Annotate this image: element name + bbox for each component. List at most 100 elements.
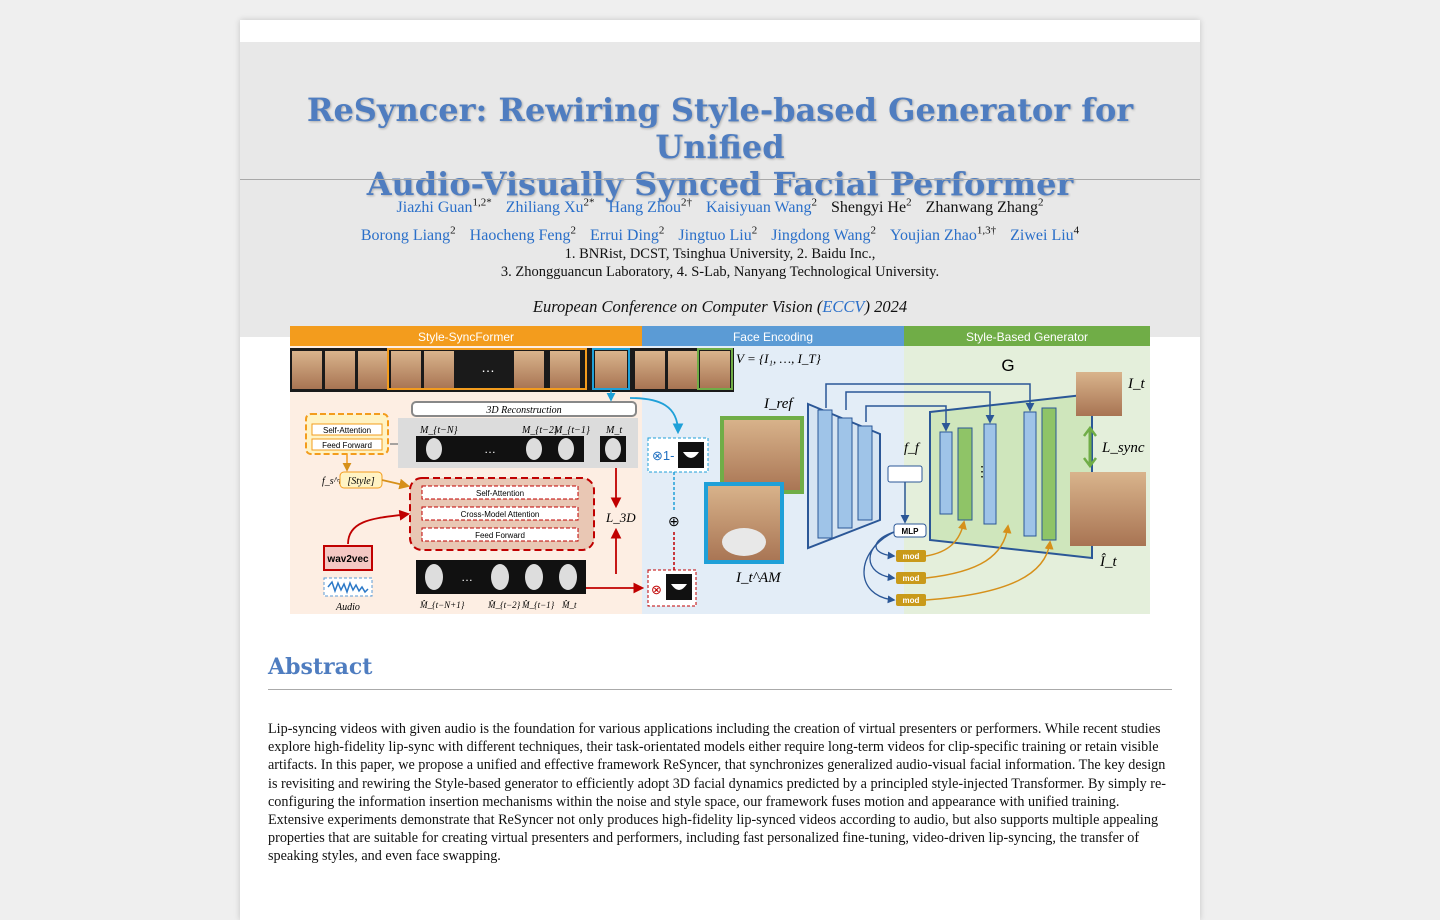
author-affiliation-marker: 2 [658,224,665,237]
author-entry[interactable]: Errui Ding2 [590,224,665,244]
mod-label: mod [903,552,920,561]
mlp-label: MLP [902,527,920,536]
author-link[interactable]: Haocheng Feng [469,226,571,244]
author-affiliation-marker: 1,2* [472,197,492,209]
style-self-attention-label: Self-Attention [323,426,371,435]
page: ReSyncer: Rewiring Style-based Generator… [240,20,1200,920]
author-row-1: Jiazhi Guan1,2* Zhiliang Xu2* Hang Zhou2… [240,192,1200,219]
author-name: Zhanwang Zhang [925,199,1038,217]
style-feed-forward [311,438,383,451]
ff-box [887,465,923,483]
author-entry[interactable]: Zhiliang Xu2* [505,197,595,217]
author-affiliation-marker: 2† [680,197,692,209]
pred-mesh-ellipsis: … [461,570,473,584]
author-link[interactable]: Jingdong Wang [771,226,871,244]
mod-to-layer [925,524,1012,579]
cross-attention-layer [421,506,579,521]
mesh-strip-top [416,436,584,462]
syncformer-label: Style-SyncFormer [418,330,514,344]
skip-connection [865,405,951,432]
author-entry[interactable]: Haocheng Feng2 [469,224,577,244]
style-self-attention [311,423,383,436]
paper-title: ReSyncer: Rewiring Style-based Generator… [240,92,1200,203]
author-link[interactable]: Youjian Zhao [890,226,977,244]
author-entry[interactable]: Youjian Zhao1,3† [890,224,996,244]
gen-layer [983,423,997,525]
venue-suffix: ) 2024 [864,297,908,316]
author-link[interactable]: Jingtuo Liu [678,226,752,244]
author-list: Jiazhi Guan1,2* Zhiliang Xu2* Hang Zhou2… [240,192,1200,247]
arrow-audio-to-transformer [347,509,411,545]
audio-wave-icon [327,580,369,595]
abstract-divider [268,689,1172,690]
mouth-mask-shape [683,452,699,458]
generator-g-label: G [1001,356,1014,375]
feed-forward-layer [421,527,579,542]
generator-header [904,326,1150,346]
author-affiliation-marker: 2 [570,224,577,237]
author-link[interactable]: Zhiliang Xu [505,199,584,217]
author-link[interactable]: Ziwei Liu [1010,226,1074,244]
mod-to-layer [925,520,967,557]
pred-mesh-face [525,564,543,590]
mod-box [896,572,926,584]
face-encoding-header [642,326,904,346]
author-affiliation-marker: 2* [583,197,595,209]
author-affiliation-marker: 2 [811,197,817,209]
author-link[interactable]: Hang Zhou [608,199,681,217]
affiliation-line-2: 3. Zhongguancun Laboratory, 4. S-Lab, Na… [500,264,940,280]
fusion-plus: ⊕ [668,513,680,529]
mesh-label-t1: M_{t−1} [553,425,590,436]
author-link[interactable]: Borong Liang [360,226,451,244]
reference-face [720,416,804,494]
venue-link[interactable]: ECCV [822,297,865,316]
encoder-layer [837,417,853,529]
mesh-mouth-overlay [722,528,766,556]
paper-header: ReSyncer: Rewiring Style-based Generator… [240,42,1200,337]
frame-strip [290,348,734,392]
author-entry[interactable]: Jingtuo Liu2 [678,224,758,244]
author-entry[interactable]: Borong Liang2 [360,224,456,244]
generator-label: Style-Based Generator [966,330,1088,344]
author-entry: Shengyi He2 [830,197,912,217]
author-link[interactable]: Jiazhi Guan [396,199,473,217]
gen-layer [957,427,973,521]
author-link[interactable]: Kaisiyuan Wang [705,199,812,217]
window-highlight [387,348,587,390]
wav2vec-box [323,545,373,571]
author-affiliation-marker: 2 [450,224,456,237]
mod-to-layer [925,540,1054,601]
pred-mesh-face [559,564,577,590]
author-entry[interactable]: Jiazhi Guan1,2* [396,197,492,217]
generated-face [1070,472,1146,546]
gen-layer [1041,407,1057,541]
mouth-mask-otimes: ⊗ [651,582,662,597]
author-affiliation-marker: 2 [751,224,758,237]
author-affiliation-marker: 2 [906,197,912,209]
author-entry[interactable]: Ziwei Liu4 [1010,224,1079,244]
author-name: Shengyi He [830,199,907,217]
audio-label: Audio [335,602,360,613]
mlp-box [893,523,927,538]
title-line-1: ReSyncer: Rewiring Style-based Generator… [306,91,1134,166]
inverse-mask-label: ⊗1- [652,448,674,463]
mouth-shape [671,584,687,590]
ref-frame-highlight [697,348,733,390]
cross-attention-label: Cross-Model Attention [461,510,540,519]
pred-label-t1: M̂_{t−1} [521,600,555,610]
pred-label-t: M̂_t [561,600,577,610]
arrow-frame-to-mask [629,397,684,435]
mesh-ellipsis: … [484,442,496,456]
author-entry[interactable]: Kaisiyuan Wang2 [705,197,817,217]
author-link[interactable]: Errui Ding [590,226,659,244]
mesh-label-t2: M_{t−2} [521,425,558,436]
author-entry[interactable]: Hang Zhou2† [608,197,692,217]
self-attention-layer [421,485,579,500]
pred-label-tn: M̂_{t−N+1} [419,600,465,610]
style-feed-forward-label: Feed Forward [322,441,372,450]
author-entry[interactable]: Jingdong Wang2 [771,224,876,244]
affiliation-line-1: 1. BNRist, DCST, Tsinghua University, 2.… [564,246,876,262]
i-t-hat-label: Î_t [1099,553,1117,570]
encoder-layer [857,425,873,521]
title-line-2: Audio-Visually Synced Facial Performer [366,165,1074,203]
